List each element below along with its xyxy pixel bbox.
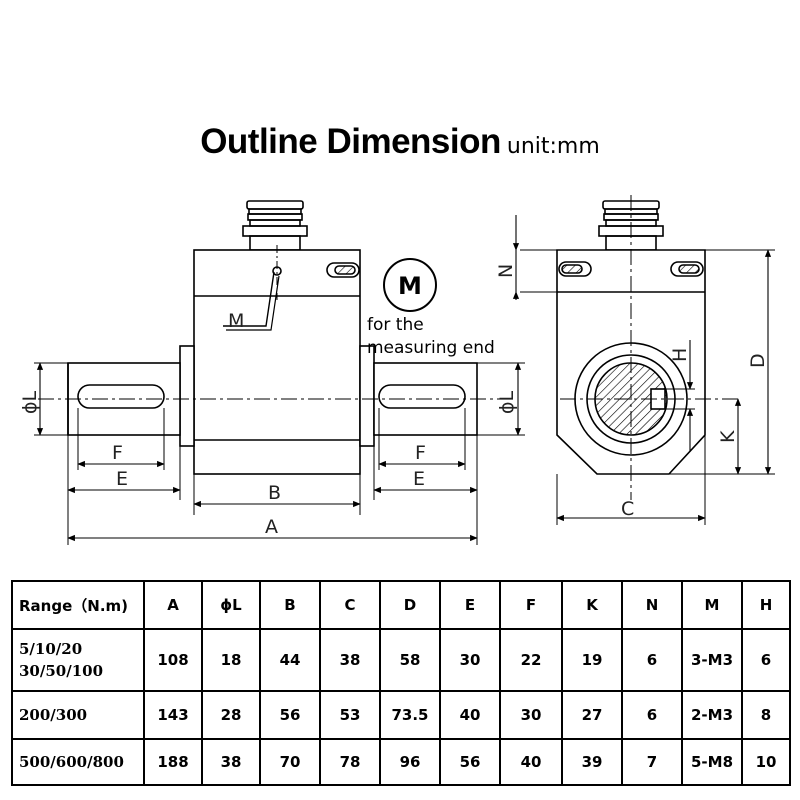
- page-title: Outline Dimension: [200, 122, 501, 161]
- connector: [242, 200, 308, 251]
- table-cell: 188: [143, 738, 203, 786]
- table-row: 5/10/20 30/50/100 108 18 44 38 58 30 22 …: [11, 628, 791, 692]
- dim-label-f-right: F: [415, 442, 426, 464]
- range-cell: 200/300: [11, 690, 145, 740]
- table-cell: 7: [621, 738, 683, 786]
- table-cell: 2-M3: [681, 690, 743, 740]
- table-cell: 6: [621, 690, 683, 740]
- column-header: C: [319, 580, 381, 630]
- dim-label-phil-left: ϕL: [19, 390, 41, 414]
- column-header: N: [621, 580, 683, 630]
- table-cell: 3-M3: [681, 628, 743, 692]
- outline-drawing: A B E E F F ϕL ϕL M M for the measuring …: [19, 195, 775, 545]
- range-cell: 500/600/800: [11, 738, 145, 786]
- measuring-badge-letter: M: [398, 272, 422, 300]
- table-cell: 30: [499, 690, 563, 740]
- table-cell: 108: [143, 628, 203, 692]
- column-header: M: [681, 580, 743, 630]
- unit-label: unit:mm: [506, 134, 600, 159]
- table-cell: 70: [259, 738, 321, 786]
- column-header: B: [259, 580, 321, 630]
- table-row: 200/300 143 28 56 53 73.5 40 30 27 6 2-M…: [11, 690, 791, 740]
- table-row: 500/600/800 188 38 70 78 96 56 40 39 7 5…: [11, 738, 791, 786]
- table-cell: 10: [741, 738, 791, 786]
- table-cell: 22: [499, 628, 563, 692]
- range-line: 5/10/20: [19, 640, 83, 658]
- table-cell: 58: [379, 628, 441, 692]
- table-cell: 8: [741, 690, 791, 740]
- side-view: [512, 195, 775, 525]
- table-cell: 38: [319, 628, 381, 692]
- column-header: F: [499, 580, 563, 630]
- table-cell: 78: [319, 738, 381, 786]
- measuring-end-badge: M: [383, 258, 437, 312]
- column-header: H: [741, 580, 791, 630]
- dim-label-e-right: E: [413, 468, 425, 490]
- table-cell: 56: [439, 738, 501, 786]
- dim-label-a: A: [265, 516, 278, 538]
- dim-label-e-left: E: [116, 468, 128, 490]
- dim-label-d: D: [747, 353, 769, 368]
- table-cell: 5-M8: [681, 738, 743, 786]
- table-cell: 40: [439, 690, 501, 740]
- range-cell: 5/10/20 30/50/100: [11, 628, 145, 692]
- column-header: A: [143, 580, 203, 630]
- measuring-note-line1: for the: [367, 315, 424, 335]
- table-cell: 28: [201, 690, 261, 740]
- dim-label-f-left: F: [112, 442, 123, 464]
- dim-label-b: B: [268, 482, 281, 504]
- table-cell: 27: [561, 690, 623, 740]
- dim-label-n: N: [495, 264, 517, 278]
- table-cell: 53: [319, 690, 381, 740]
- table-cell: 19: [561, 628, 623, 692]
- dim-label-phil-right: ϕL: [496, 390, 518, 414]
- measuring-note-line2: measuring end: [367, 338, 495, 358]
- table-cell: 39: [561, 738, 623, 786]
- table-cell: 18: [201, 628, 261, 692]
- column-header: K: [561, 580, 623, 630]
- table-cell: 96: [379, 738, 441, 786]
- table-cell: 6: [621, 628, 683, 692]
- table-header-row: Range（N.m) A ϕL B C D E F K N M H: [11, 580, 791, 630]
- dim-label-h: H: [669, 348, 691, 362]
- dim-label-c: C: [621, 498, 634, 520]
- table-cell: 38: [201, 738, 261, 786]
- table-cell: 44: [259, 628, 321, 692]
- dim-label-m: M: [228, 310, 244, 332]
- table-cell: 73.5: [379, 690, 441, 740]
- table-cell: 30: [439, 628, 501, 692]
- column-header: Range（N.m): [11, 580, 145, 630]
- column-header: ϕL: [201, 580, 261, 630]
- table-cell: 6: [741, 628, 791, 692]
- dimension-table: Range（N.m) A ϕL B C D E F K N M H 5/10/2…: [11, 580, 791, 786]
- table-cell: 143: [143, 690, 203, 740]
- table-cell: 56: [259, 690, 321, 740]
- dim-label-k: K: [717, 430, 739, 443]
- column-header: E: [439, 580, 501, 630]
- range-line: 30/50/100: [19, 662, 104, 680]
- front-view: [34, 200, 525, 545]
- column-header: D: [379, 580, 441, 630]
- table-cell: 40: [499, 738, 563, 786]
